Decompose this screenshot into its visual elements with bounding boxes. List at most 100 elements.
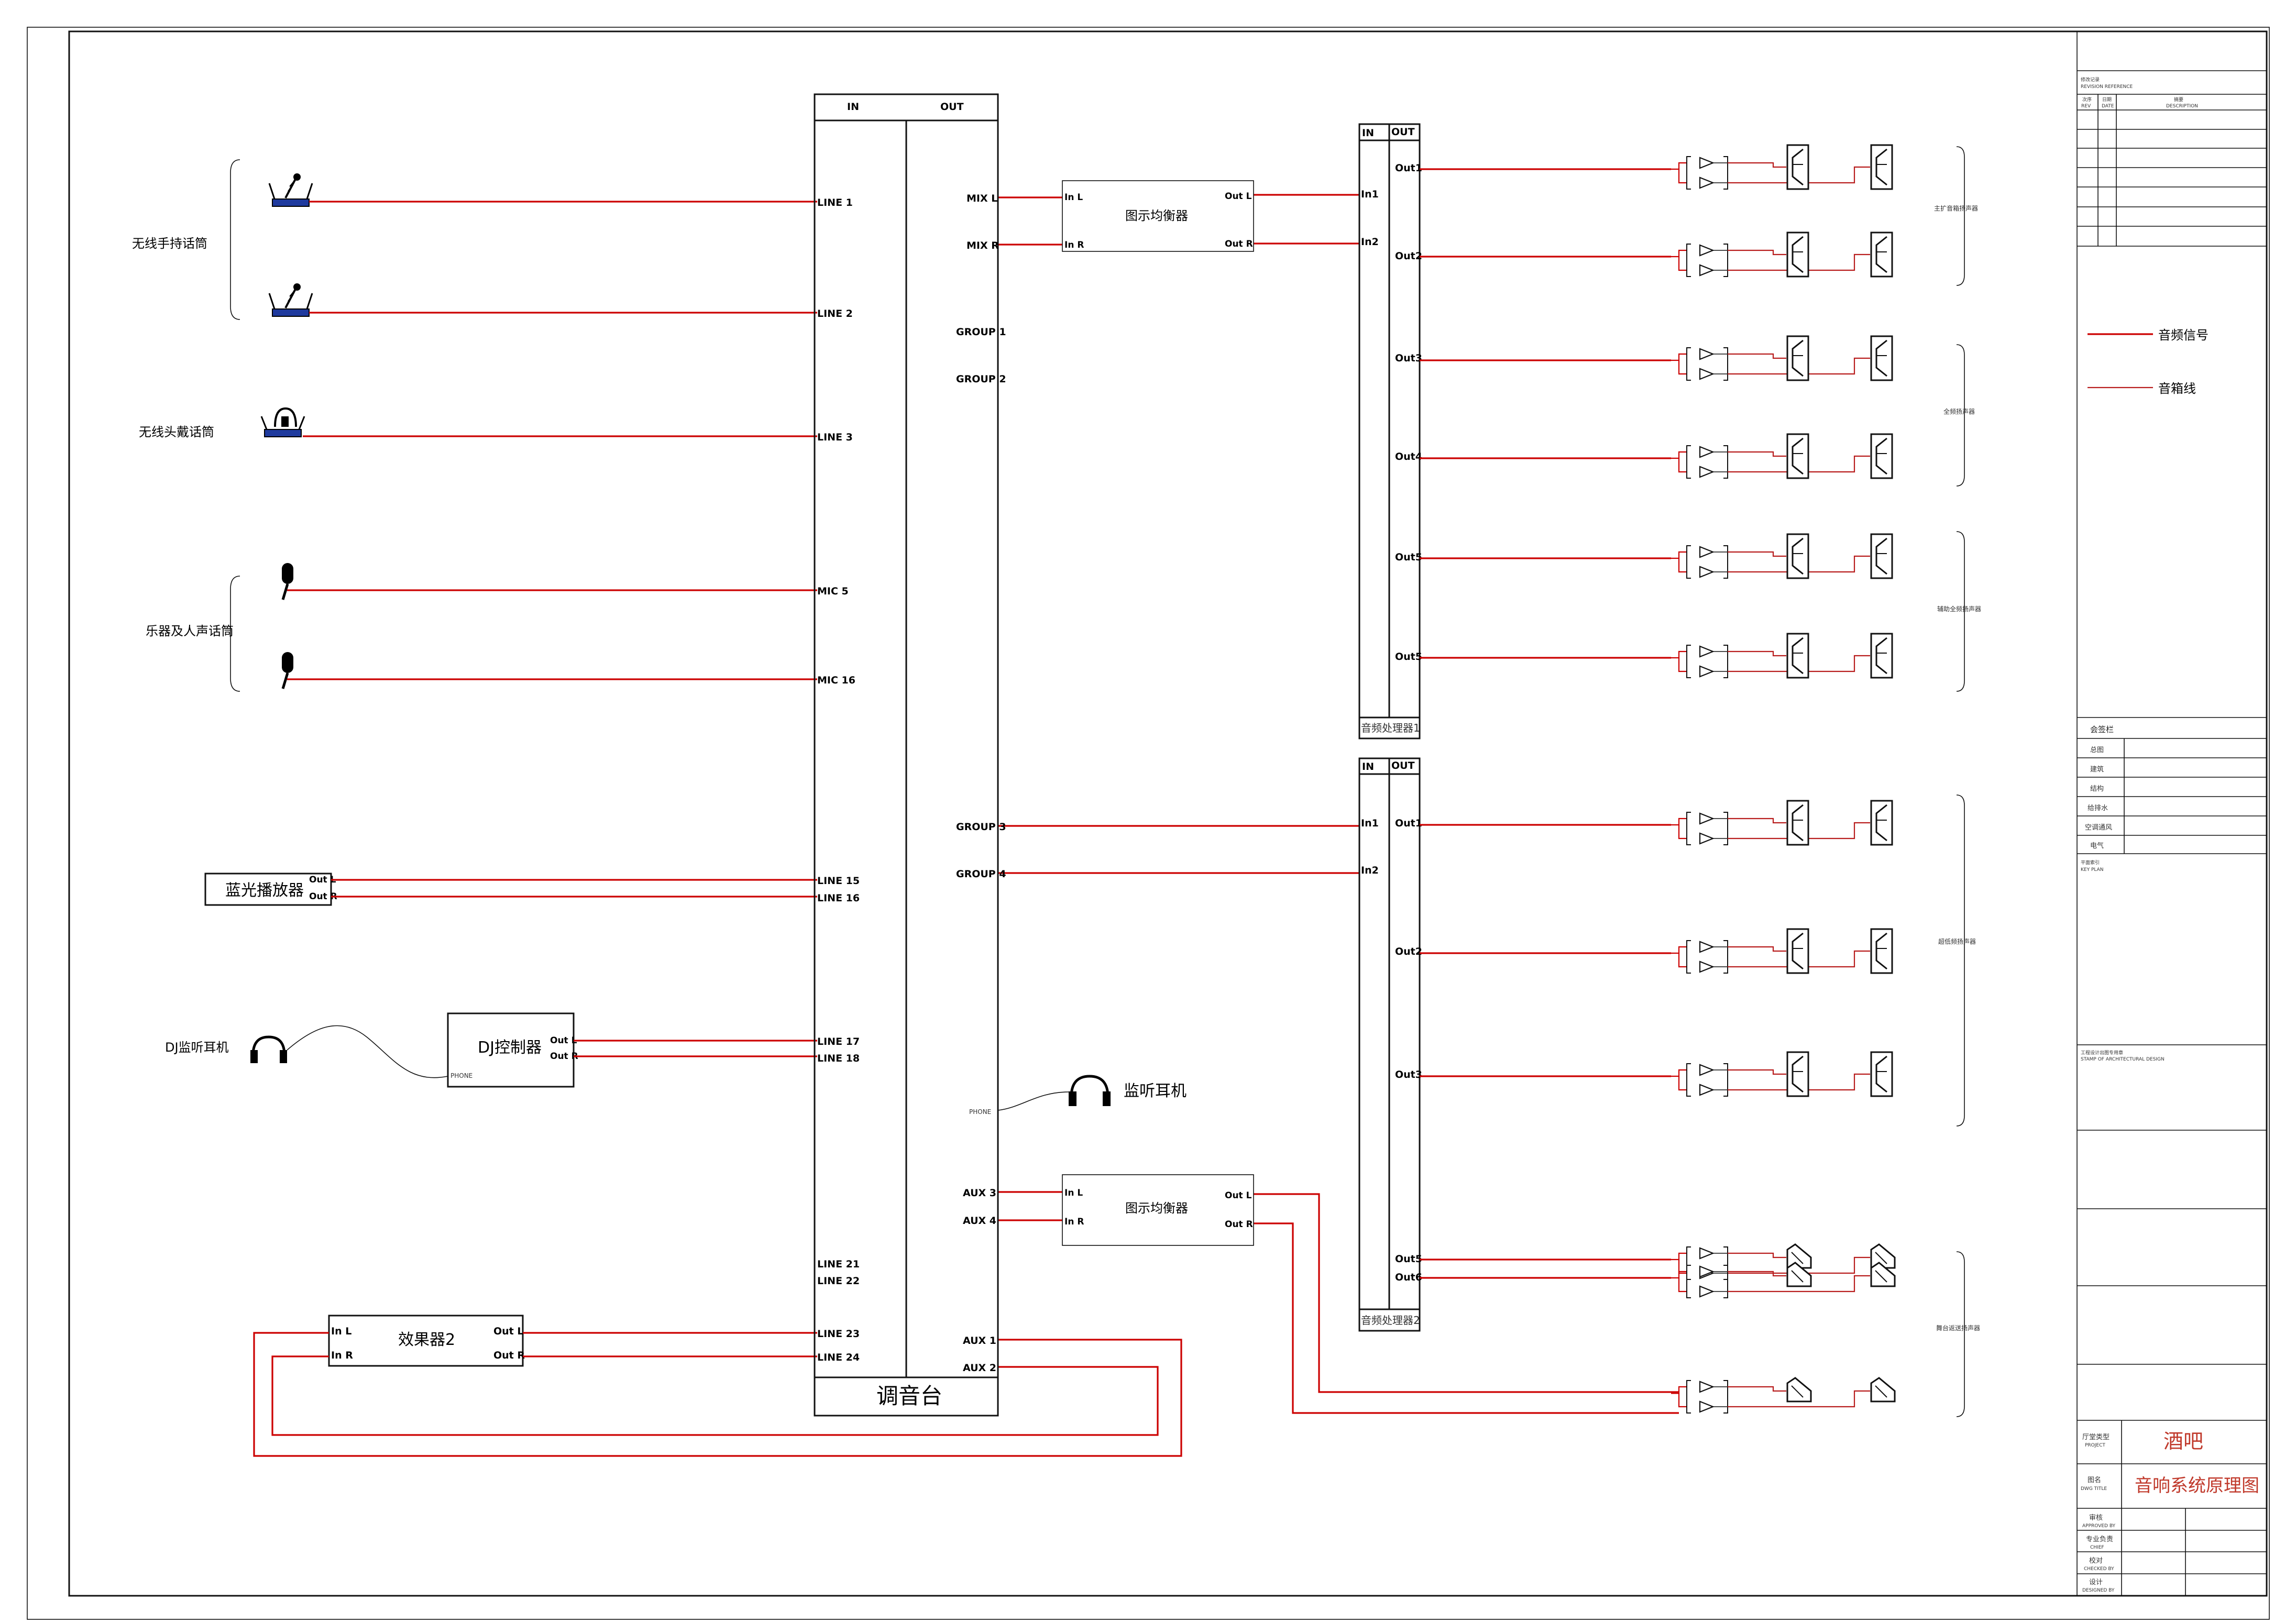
mixer-in-header: IN	[847, 101, 859, 113]
mixer-input: LINE 17	[817, 1036, 860, 1047]
eq2-in-l: In L	[1064, 1188, 1083, 1198]
amp-speaker-channel	[1420, 633, 1893, 679]
speaker-cabinet-icon	[1870, 231, 1893, 278]
amplifier-icon	[1699, 446, 1715, 458]
effects-label: 效果器2	[398, 1331, 455, 1349]
rev-col2-en: DATE	[2102, 104, 2114, 109]
wire-aux2-loop	[271, 1355, 1159, 1436]
proc1-output: Out2	[1395, 250, 1422, 262]
project-label: 厅堂类型	[2082, 1433, 2110, 1441]
proc2-out-header: OUT	[1391, 760, 1415, 771]
wire-aux1-loop	[253, 1332, 1182, 1457]
wire-eq2-out-l	[1254, 1193, 1679, 1393]
speaker-group-label: 主扩音箱扬声器	[1934, 204, 1978, 212]
amplifier-icon	[1699, 1064, 1715, 1076]
sign-row: 总图	[2090, 746, 2104, 754]
mixer-output: GROUP 2	[956, 373, 1006, 385]
proc1-name: 音频处理器1	[1361, 722, 1420, 734]
graphic-eq-1[interactable]: 图示均衡器 In L In R Out L Out R	[1062, 180, 1254, 252]
drawing-value: 音响系统原理图	[2135, 1475, 2259, 1496]
amp-speaker-channel	[1420, 231, 1893, 278]
handheld-bracket	[230, 159, 240, 320]
wireless-headset-receiver-icon	[260, 407, 305, 437]
amp-speaker-channel	[1420, 433, 1893, 479]
mixer-input: LINE 3	[817, 432, 853, 443]
effects-unit[interactable]: 效果器2 In L In R Out L Out R	[328, 1315, 525, 1367]
eq1-in-r: In R	[1064, 240, 1084, 250]
mixer-output: AUX 4	[963, 1215, 996, 1227]
proc2-output: Out2	[1395, 946, 1422, 957]
wire-speaker-cable	[1728, 451, 1786, 457]
proc2-output: Out3	[1395, 1069, 1422, 1080]
monitor-headphone-icon	[1069, 1075, 1111, 1106]
staff-row: 设计	[2089, 1578, 2103, 1586]
rev-col1-en: REV	[2081, 104, 2091, 109]
speaker-cabinet-icon	[1786, 1377, 1812, 1403]
speaker-cabinet-icon	[1786, 1051, 1809, 1097]
proc1-in-header: IN	[1362, 127, 1374, 139]
speaker-cabinet-icon	[1786, 633, 1809, 679]
wire-eq2-out-r	[1254, 1222, 1679, 1414]
mixer[interactable]: IN OUT 调音台 LINE 1 LINE 2 LINE 3 MIC 5 MI…	[814, 93, 1006, 1417]
amplifier-icon	[1699, 1265, 1715, 1278]
audio-processor-2[interactable]: IN OUT 音频处理器2 In1 In2 Out1 Out2 Out3 Out…	[1358, 757, 1422, 1332]
drawing-label: 图名	[2088, 1476, 2101, 1484]
key-plan-en: KEY PLAN	[2081, 867, 2103, 873]
graphic-eq-2[interactable]: 图示均衡器 In L In R Out L Out R	[1062, 1174, 1254, 1246]
bluray-player[interactable]: 蓝光播放器 Out L Out R	[204, 873, 337, 906]
instrument-bracket	[230, 576, 240, 692]
amp-speaker-channel	[1420, 144, 1893, 190]
handheld-group-label: 无线手持话筒	[132, 236, 207, 251]
proc2-input: In2	[1361, 865, 1379, 876]
speaker-cabinet-icon	[1786, 231, 1809, 278]
speaker-channels	[1420, 144, 1896, 1414]
mixer-phone-label: PHONE	[969, 1108, 991, 1116]
effects-out-l: Out L	[493, 1326, 523, 1337]
amplifier-icon	[1699, 665, 1715, 678]
proc1-output: Out1	[1395, 162, 1422, 174]
speaker-group-brackets: 主扩音箱扬声器 全频扬声器 辅助全频扬声器 超低频扬声器 舞台返送扬声器	[1934, 146, 1981, 1417]
microphone-icon	[281, 563, 293, 600]
wire-speaker-cable	[1728, 1386, 1786, 1392]
mixer-input: LINE 2	[817, 308, 853, 319]
revision-subtitle: REVISION REFERENCE	[2081, 84, 2133, 90]
proc2-output: Out5	[1395, 1253, 1422, 1265]
mixer-input: LINE 24	[817, 1352, 860, 1363]
dj-headphone-icon	[250, 1035, 287, 1063]
effects-in-l: In L	[331, 1326, 351, 1337]
speaker-group-label: 超低频扬声器	[1938, 937, 1976, 945]
rev-col1: 次序	[2082, 96, 2092, 103]
dj-controller[interactable]: DJ控制器 PHONE Out L Out R	[447, 1012, 578, 1088]
speaker-cabinet-icon	[1786, 533, 1809, 579]
sources: 无线手持话筒 无线头戴话筒 乐器及人声话筒	[132, 159, 578, 1367]
drawing-border	[68, 30, 2268, 1597]
legend-speaker-cable: 音箱线	[2158, 381, 2196, 396]
eq1-name: 图示均衡器	[1125, 208, 1188, 223]
effects-in-r: In R	[331, 1350, 353, 1361]
wire-speaker-cable	[1728, 1275, 1870, 1293]
title-block: 修改记录 REVISION REFERENCE 次序 REV 日期 DATE 摘…	[2077, 31, 2267, 1596]
staff-row: 专业负责	[2086, 1536, 2113, 1543]
speaker-group-label: 辅助全频扬声器	[1937, 605, 1981, 613]
proc2-output: Out1	[1395, 818, 1422, 829]
amplifier-icon	[1699, 1084, 1715, 1096]
mixer-output: GROUP 4	[956, 868, 1006, 880]
wire-speaker-cable	[1728, 1271, 1786, 1277]
wire-speaker-cable	[1728, 818, 1786, 824]
amp-speaker-channel	[1420, 335, 1893, 381]
sign-row: 建筑	[2090, 765, 2104, 774]
speaker-cabinet-icon	[1870, 1051, 1893, 1097]
microphone-icon	[281, 652, 293, 689]
mixer-output: AUX 2	[963, 1362, 996, 1374]
bluray-label: 蓝光播放器	[225, 881, 304, 900]
speaker-cabinet-icon	[1870, 1243, 1896, 1269]
mixer-input: LINE 18	[817, 1053, 860, 1064]
mixer-input: LINE 23	[817, 1328, 860, 1340]
dj-phone-cable	[287, 1025, 448, 1078]
mixer-input: LINE 21	[817, 1258, 860, 1270]
staff-row-en: CHECKED BY	[2084, 1566, 2114, 1572]
project-label-en: PROJECT	[2085, 1443, 2105, 1448]
amplifier-icon	[1699, 1400, 1715, 1413]
wire-speaker-cable	[1728, 1252, 1786, 1258]
audio-processor-1[interactable]: IN OUT 音频处理器1 In1 In2 Out1 Out2 Out3 Out…	[1358, 123, 1422, 739]
